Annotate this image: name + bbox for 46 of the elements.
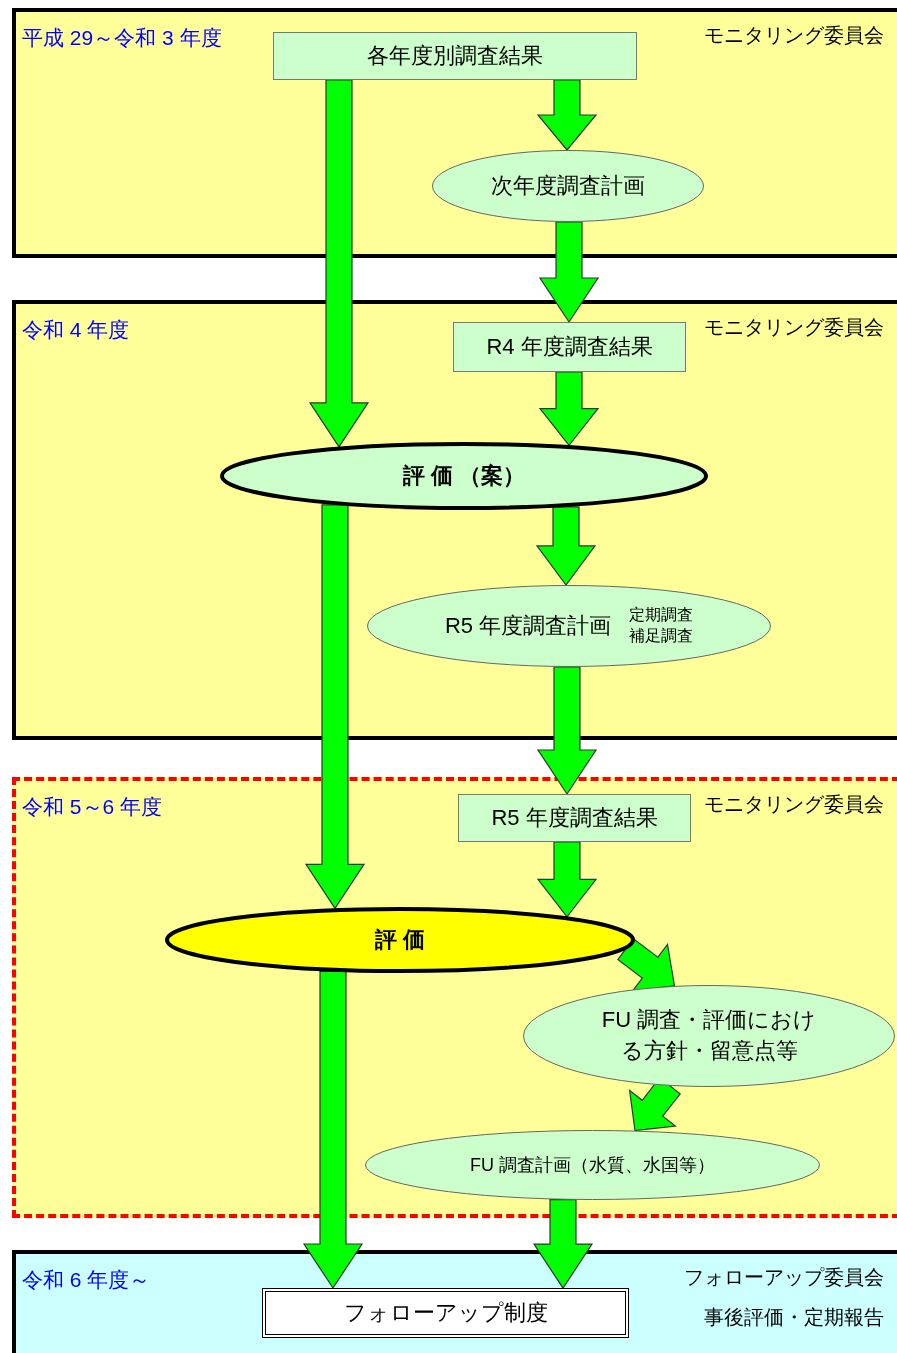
process-ellipse bbox=[165, 907, 635, 973]
node-label: フォローアップ制度 bbox=[343, 1299, 548, 1327]
committee-label: モニタリング委員会 bbox=[704, 23, 884, 48]
block-arrow bbox=[304, 504, 366, 910]
process-ellipse bbox=[220, 442, 708, 510]
period-label: 令和 5～6 年度 bbox=[22, 794, 163, 820]
node-label: 次年度調査計画 bbox=[491, 172, 645, 200]
process-ellipse bbox=[432, 150, 704, 222]
node-label: R5 年度調査計画 bbox=[444, 612, 612, 640]
period-band bbox=[12, 1250, 897, 1353]
node-label: 各年度別調査結果 bbox=[367, 42, 543, 70]
block-arrow bbox=[536, 666, 598, 796]
period-band bbox=[12, 8, 897, 258]
node-label: R4 年度調査結果 bbox=[486, 333, 653, 361]
block-arrow bbox=[302, 970, 364, 1290]
system-box bbox=[262, 1288, 629, 1338]
result-box bbox=[453, 322, 686, 372]
node-label: FU 調査・評価における方針・留意点等 bbox=[600, 1006, 818, 1065]
block-arrow bbox=[532, 1199, 594, 1290]
block-arrow bbox=[535, 506, 597, 586]
item-label: 補足調査 bbox=[629, 626, 694, 646]
block-arrow bbox=[616, 937, 676, 992]
node-label: R5 年度調査結果 bbox=[491, 804, 658, 832]
period-label: 令和 4 年度 bbox=[22, 317, 130, 343]
block-arrow bbox=[536, 841, 598, 918]
node-label: 評 価 bbox=[374, 926, 426, 954]
period-label: 平成 29～令和 3 年度 bbox=[22, 25, 222, 51]
process-ellipse bbox=[365, 1130, 820, 1200]
committee-label: フォローアップ委員会 bbox=[684, 1265, 884, 1290]
period-band bbox=[12, 777, 897, 1218]
committee-label: モニタリング委員会 bbox=[704, 792, 884, 817]
committee-label: モニタリング委員会 bbox=[704, 315, 884, 340]
result-box bbox=[273, 32, 637, 80]
period-label: 令和 6 年度～ bbox=[22, 1267, 151, 1293]
committee-label: 事後評価・定期報告 bbox=[704, 1305, 884, 1330]
node-label: FU 調査計画（水質、水国等） bbox=[470, 1154, 715, 1177]
process-ellipse bbox=[523, 985, 895, 1087]
block-arrow bbox=[538, 221, 600, 324]
result-box bbox=[458, 794, 691, 842]
period-band bbox=[12, 300, 897, 740]
block-arrow bbox=[308, 79, 370, 448]
item-label: 定期調査 bbox=[629, 605, 694, 626]
node-label: 評 価 （案） bbox=[402, 462, 526, 490]
process-ellipse bbox=[367, 585, 771, 667]
block-arrow bbox=[538, 371, 600, 447]
block-arrow bbox=[536, 79, 598, 151]
